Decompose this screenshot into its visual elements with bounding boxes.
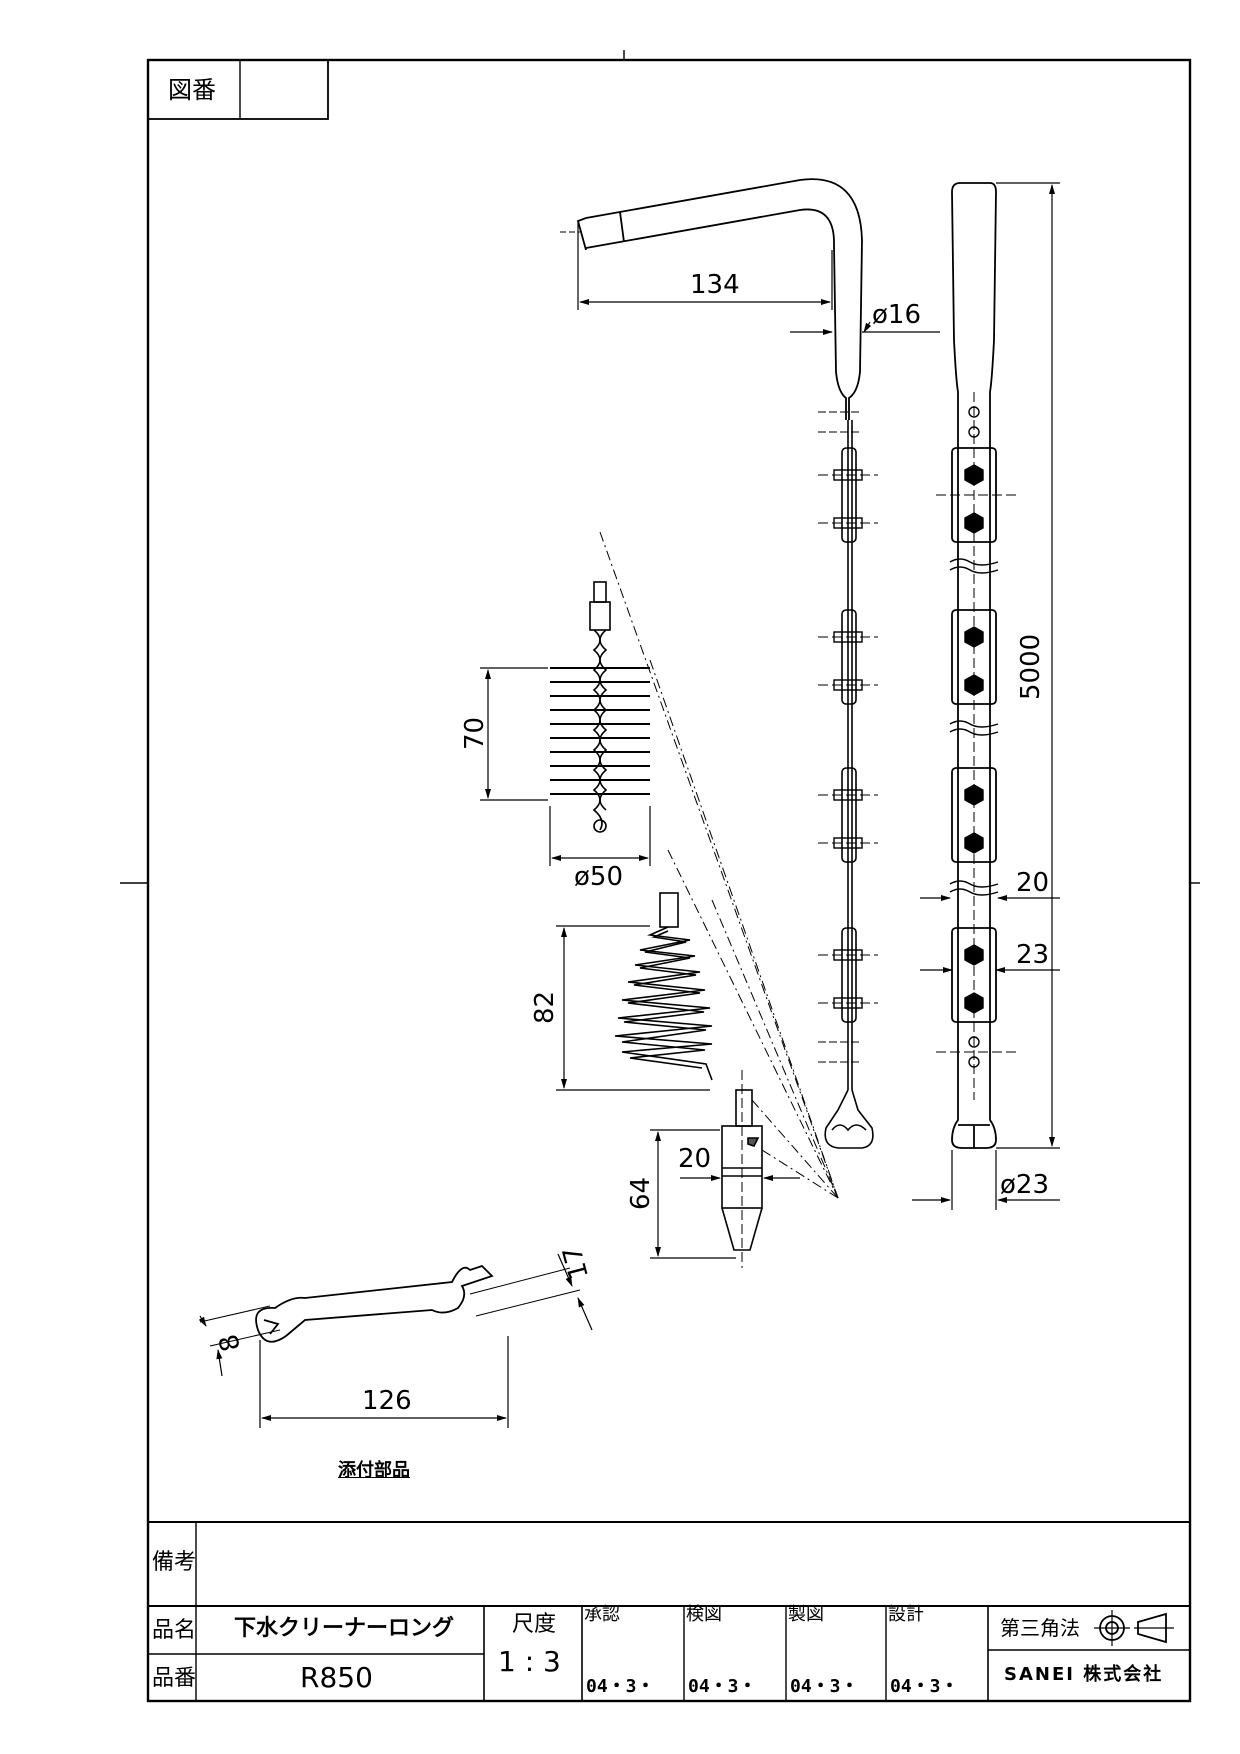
company-name: SANEI 株式会社 <box>1004 1664 1164 1685</box>
dim-cone-height: 64 <box>626 1176 656 1210</box>
dim-brush-height: 70 <box>460 716 490 750</box>
dim-wrench-length: 126 <box>362 1386 412 1416</box>
spring-drawing <box>614 892 713 1081</box>
accessories-label: 添付部品 <box>338 1460 410 1481</box>
product-number: R850 <box>300 1661 373 1694</box>
scale-value: 1 : 3 <box>498 1645 561 1678</box>
dim-brush-diameter: ø50 <box>574 862 623 892</box>
handle-drawing <box>560 178 863 420</box>
dim-spring-height: 82 <box>530 990 560 1024</box>
dim-handle-length: 134 <box>690 270 740 300</box>
dim-rod-width-23: 23 <box>1016 940 1050 970</box>
draft-date: 04・3・ <box>790 1676 859 1697</box>
dim-cone-width: 20 <box>678 1144 712 1174</box>
design-label: 設計 <box>888 1604 924 1625</box>
rod-front-view <box>936 182 1016 1149</box>
wrench-drawing <box>199 1264 581 1347</box>
approve-date: 04・3・ <box>586 1676 655 1697</box>
dim-rod-length: 5000 <box>1016 633 1046 700</box>
projection-label: 第三角法 <box>1000 1616 1080 1640</box>
dim-rod-width-20: 20 <box>1016 868 1050 898</box>
dim-rod-diameter: ø23 <box>1000 1170 1049 1200</box>
number-label: 品番 <box>152 1666 197 1691</box>
remarks-label: 備考 <box>152 1550 197 1575</box>
dimension-lines <box>198 182 1060 1428</box>
design-date: 04・3・ <box>890 1676 959 1697</box>
drawing-number-label: 図番 <box>168 76 216 104</box>
product-name: 下水クリーナーロング <box>234 1616 455 1641</box>
title-block-grid <box>148 1521 1190 1701</box>
check-date: 04・3・ <box>688 1676 757 1697</box>
approve-label: 承認 <box>584 1604 620 1625</box>
dim-wrench-jaw-17: 17 <box>557 1242 596 1283</box>
name-label: 品名 <box>152 1618 197 1643</box>
cone-tip-drawing <box>721 1070 763 1268</box>
leader-lines <box>599 531 839 1199</box>
sheet-border <box>120 50 1200 1703</box>
rod-side-view <box>818 411 878 1149</box>
brush-drawing <box>550 581 650 833</box>
dim-handle-diameter: ø16 <box>872 300 921 330</box>
scale-label: 尺度 <box>512 1612 557 1637</box>
draft-label: 製図 <box>788 1604 824 1625</box>
check-label: 検図 <box>686 1604 722 1625</box>
